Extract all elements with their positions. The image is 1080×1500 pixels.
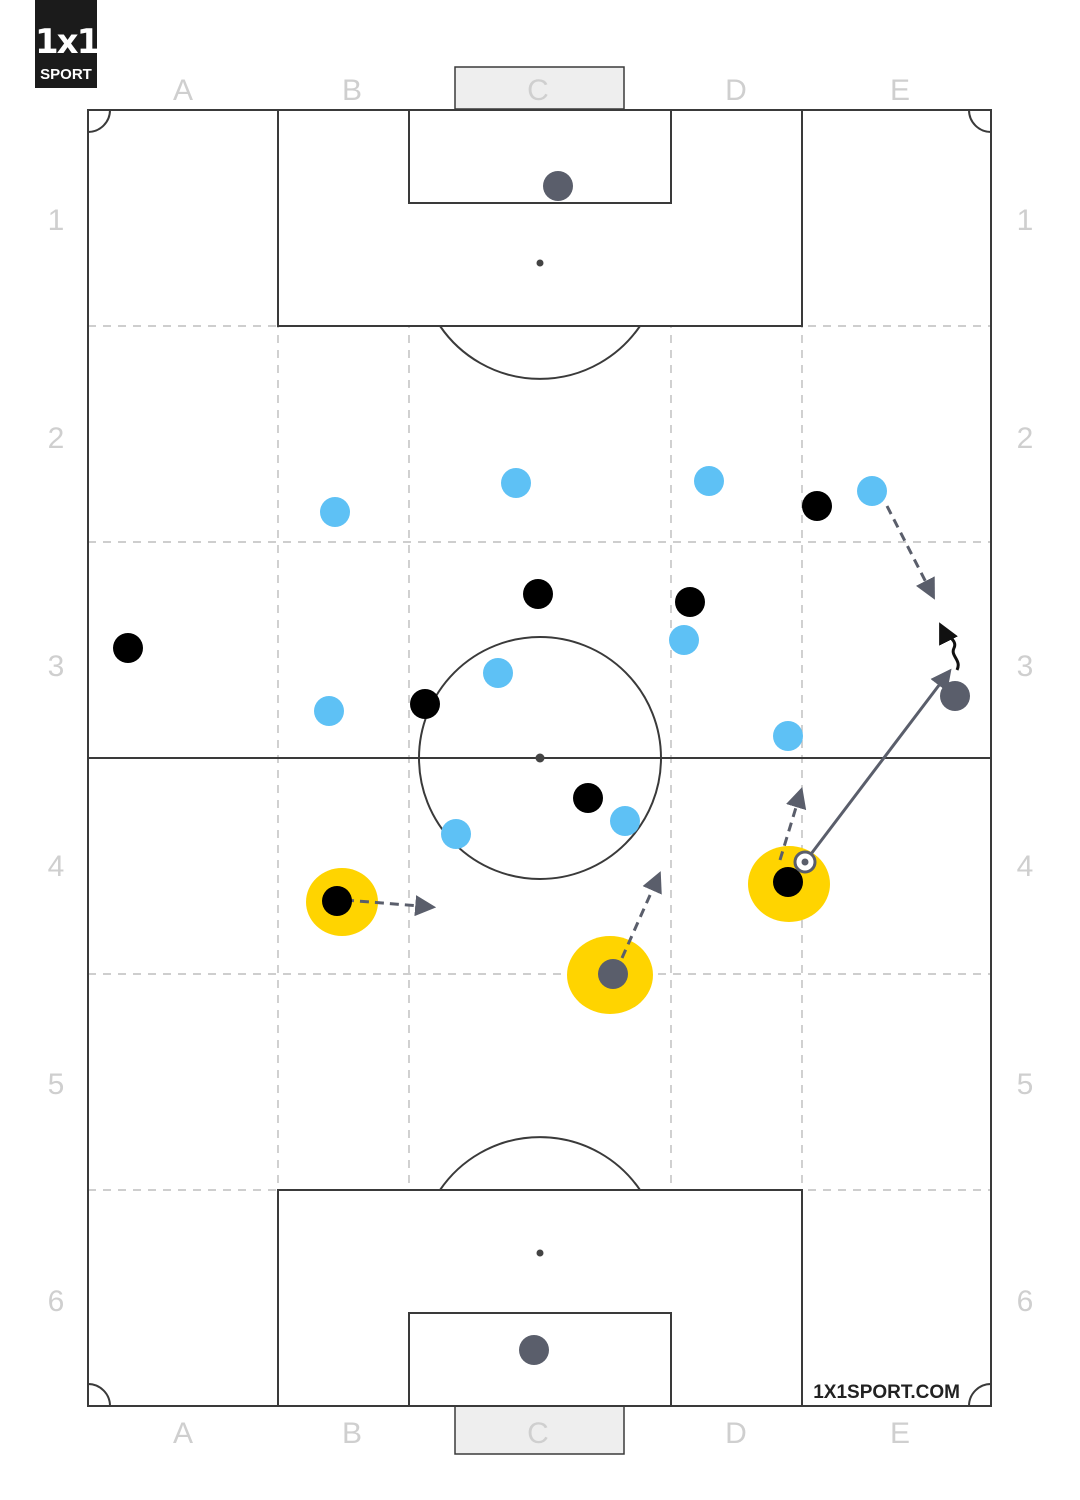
light-blue-player — [610, 806, 640, 836]
row-label-right: 5 — [1017, 1068, 1034, 1101]
movement-arrows — [344, 505, 952, 959]
col-label-top: D — [725, 74, 747, 107]
light-blue-player — [441, 819, 471, 849]
row-labels: 1 2 3 4 5 6 1 2 3 4 5 6 — [48, 204, 1034, 1318]
bottom-goalkeeper — [519, 1335, 549, 1365]
row-label-right: 2 — [1017, 422, 1034, 455]
light-blue-player — [773, 721, 803, 751]
logo-word: SPORT — [40, 66, 92, 83]
col-label-bottom: E — [890, 1417, 910, 1450]
col-label-top: A — [173, 74, 193, 107]
pitch-spots — [535, 259, 545, 1257]
team-black — [113, 491, 832, 916]
team-light-blue — [314, 466, 887, 849]
website-label: 1X1SPORT.COM — [813, 1382, 960, 1403]
row-label-left: 1 — [48, 204, 65, 237]
brand-logo: 1x1 SPORT — [35, 0, 100, 88]
col-label-top: E — [890, 74, 910, 107]
col-label-bottom: D — [725, 1417, 747, 1450]
pitch-lines — [87, 109, 992, 1407]
light-blue-player — [669, 625, 699, 655]
col-label-bottom: C — [527, 1417, 549, 1450]
light-blue-player — [483, 658, 513, 688]
bottom-goal — [454, 1405, 625, 1455]
col-label-bottom: B — [342, 1417, 362, 1450]
top-goal — [454, 66, 625, 110]
black-player — [675, 587, 705, 617]
row-label-right: 1 — [1017, 204, 1034, 237]
row-label-left: 2 — [48, 422, 65, 455]
grey-player — [598, 959, 628, 989]
black-player — [523, 579, 553, 609]
row-label-left: 6 — [48, 1285, 65, 1318]
black-player — [113, 633, 143, 663]
col-label-top: C — [527, 74, 549, 107]
grey-players — [519, 171, 970, 1365]
dribble-arrow — [939, 622, 960, 671]
light-blue-player — [320, 497, 350, 527]
black-player — [773, 867, 803, 897]
highlight-zones — [306, 846, 830, 1014]
row-label-left: 5 — [48, 1068, 65, 1101]
black-player — [802, 491, 832, 521]
row-label-left: 3 — [48, 650, 65, 683]
row-label-left: 4 — [48, 850, 65, 883]
light-blue-player — [694, 466, 724, 496]
ball-icon — [793, 850, 817, 874]
black-player — [322, 886, 352, 916]
grey-player — [940, 681, 970, 711]
col-label-bottom: A — [173, 1417, 193, 1450]
row-label-right: 6 — [1017, 1285, 1034, 1318]
row-label-right: 4 — [1017, 850, 1034, 883]
col-label-top: B — [342, 74, 362, 107]
column-labels: A B C D E A B C D E — [173, 74, 910, 1450]
black-player — [573, 783, 603, 813]
black-player — [410, 689, 440, 719]
row-label-right: 3 — [1017, 650, 1034, 683]
light-blue-player — [857, 476, 887, 506]
logo-mark: 1x1 — [35, 22, 100, 62]
light-blue-player — [501, 468, 531, 498]
top-goalkeeper — [543, 171, 573, 201]
light-blue-player — [314, 696, 344, 726]
